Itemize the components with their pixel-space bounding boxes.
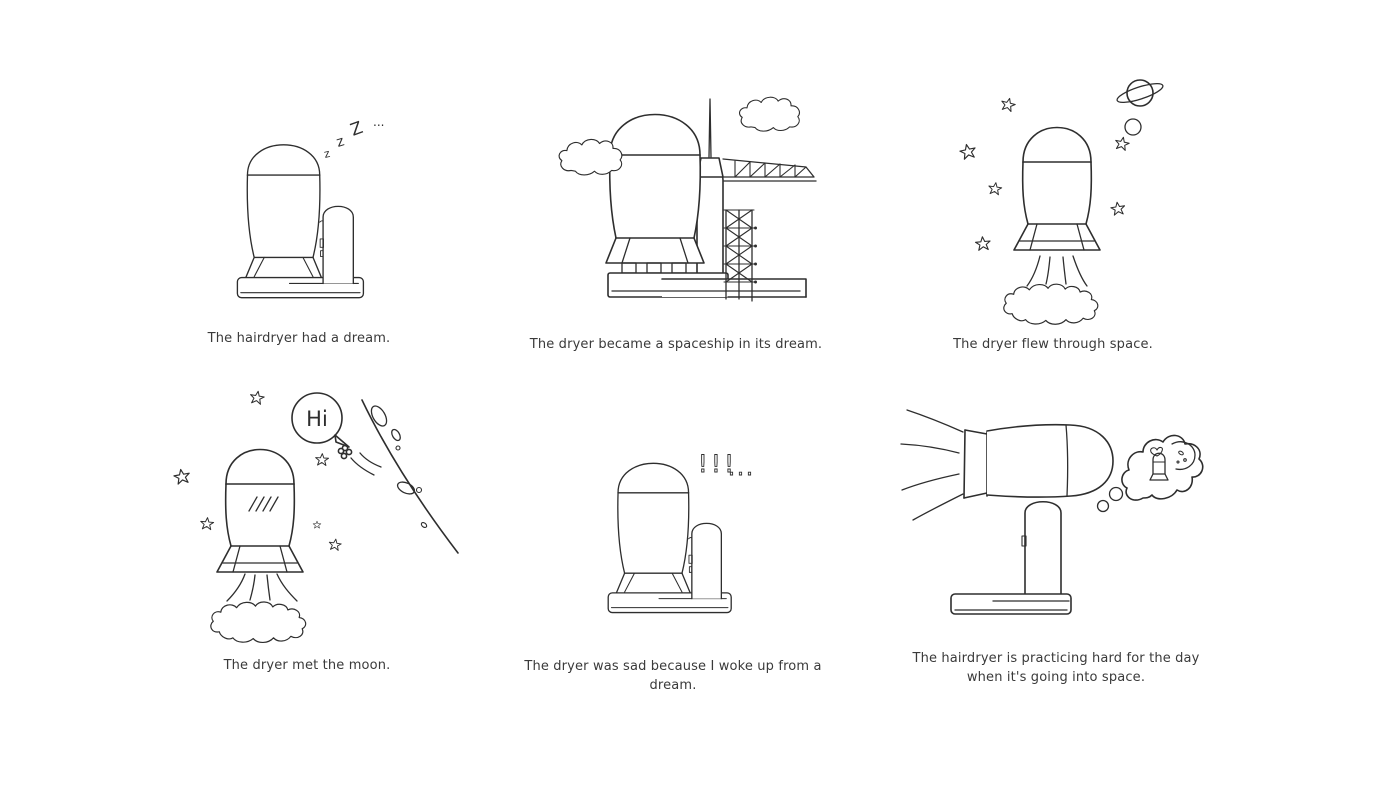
speech-text: Hi	[306, 407, 328, 431]
caption-dream: The hairdryer had a dream.	[207, 331, 391, 346]
caption-woke: The dryer was sad because I woke up from…	[524, 659, 822, 693]
window-shine-marks	[248, 496, 279, 512]
space-flight-drawing	[958, 79, 1164, 325]
star-icon	[327, 537, 343, 552]
exhaust-lines	[226, 573, 298, 602]
panel-woke: !!! ...	[570, 420, 770, 635]
panel-launchpad	[550, 85, 830, 320]
star-icon	[172, 467, 192, 486]
exclamation-dots: ...	[728, 456, 755, 481]
moon-small-icon	[1124, 118, 1142, 136]
hairdryer-sleeping-drawing: z z Z ...	[236, 115, 385, 299]
star-icon	[312, 520, 322, 529]
moon-meeting-drawing: Hi	[172, 389, 459, 644]
exhaust-smoke-cloud	[210, 601, 307, 644]
rocket-engines	[621, 262, 687, 274]
dream-moon-icon	[1171, 441, 1196, 471]
exhaust-lines	[1026, 255, 1088, 287]
speech-bubble: Hi	[291, 392, 350, 448]
moon-surface	[361, 399, 459, 554]
zzz-z3: Z	[348, 118, 366, 141]
rocket-flying-drawing	[216, 448, 304, 573]
hairdryer-upright-drawing	[236, 144, 365, 299]
caption-moon: The dryer met the moon.	[223, 658, 391, 673]
saturn-icon	[1116, 79, 1164, 107]
star-icon	[958, 142, 978, 161]
star-icon	[974, 235, 992, 252]
panel-practice	[885, 398, 1205, 628]
hairdryer-horizontal	[950, 423, 1114, 615]
zzz-dots: ...	[373, 115, 384, 129]
air-blow-lines	[900, 409, 964, 521]
caption-launchpad: The dryer became a spaceship in its drea…	[529, 337, 823, 352]
moon-arm-waving	[337, 444, 382, 476]
star-icon	[199, 516, 215, 531]
thought-bubble	[1096, 434, 1204, 513]
heart-icon	[1150, 446, 1163, 457]
panel-space	[945, 60, 1180, 330]
sleep-zzz-text: z z Z ...	[323, 115, 385, 161]
star-icon	[1109, 200, 1127, 217]
cloud-icon	[738, 96, 800, 132]
star-icon	[987, 181, 1003, 196]
caption-practice-line2: when it's going into space.	[966, 670, 1146, 685]
rocket-flying-drawing	[1013, 126, 1101, 251]
hairdryer-sad-drawing: !!! ...	[607, 450, 755, 614]
exclamation-marks: !!! ...	[698, 450, 755, 482]
hairdryer-practicing-drawing	[900, 409, 1204, 615]
star-icon	[248, 389, 266, 406]
dream-rocket-icon	[1149, 452, 1169, 481]
zzz-z2: z	[334, 133, 346, 150]
exclamation-text: !!!	[698, 450, 737, 478]
launchpad-drawing	[558, 96, 817, 302]
star-icon	[1113, 135, 1131, 152]
crane-arm	[722, 158, 817, 182]
launch-platform	[607, 272, 807, 298]
rocket-on-pad	[605, 113, 705, 274]
exhaust-smoke-cloud	[1003, 283, 1099, 325]
star-icon	[314, 452, 330, 467]
hairdryer-upright-drawing	[607, 462, 732, 614]
caption-space: The dryer flew through space.	[953, 337, 1153, 352]
launch-tower	[696, 98, 724, 276]
panel-moon: Hi	[165, 373, 465, 648]
lattice-tower	[723, 209, 757, 302]
cloud-icon	[558, 138, 623, 176]
caption-practice-line1: The hairdryer is practicing hard for the…	[912, 651, 1200, 666]
panel-dream: z z Z ...	[225, 92, 425, 322]
star-icon	[999, 96, 1017, 113]
caption-practice: The hairdryer is practicing hard for the…	[896, 649, 1216, 687]
zzz-z1: z	[323, 147, 332, 161]
